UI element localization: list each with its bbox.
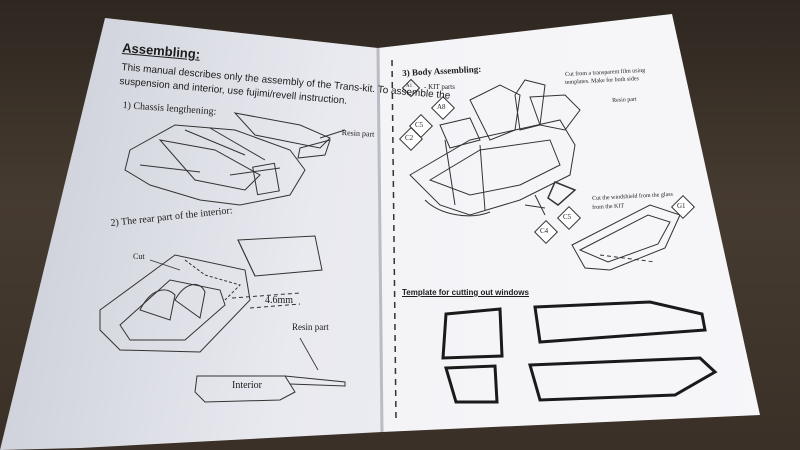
- callout-resin-part: Resin part: [612, 96, 637, 104]
- part-label-c5-bottom: C5: [563, 213, 572, 221]
- resin-part-rail: [233, 112, 331, 149]
- chassis-drawing: [124, 112, 346, 206]
- template-window-small-bottom: [444, 364, 499, 404]
- windshield-drawing: [571, 204, 681, 271]
- template-window-large-top: [533, 300, 707, 344]
- section1-resin-callout: Resin part: [341, 128, 375, 139]
- center-dashed-line: [391, 59, 397, 421]
- template-heading: Template for cutting out windows: [402, 288, 529, 297]
- rear-window-part: [529, 94, 581, 131]
- body-drawing: [409, 79, 581, 217]
- part-label-c4: C4: [540, 227, 549, 235]
- template-window-large-bottom: [528, 356, 718, 402]
- cut-label: Cut: [133, 252, 145, 261]
- part-label-a8: A8: [437, 103, 446, 111]
- template-window-small-top: [441, 307, 504, 360]
- window-templates: [441, 300, 718, 404]
- legend-badge-text: A1: [406, 84, 413, 89]
- arrow-shape: [547, 181, 577, 206]
- interior-label: Interior: [232, 380, 262, 391]
- part-label-diamonds: [398, 95, 696, 245]
- measure-label: 4.6mm: [265, 295, 294, 306]
- section2-resin-label: Resin part: [292, 322, 329, 332]
- interior-tub-drawing: [99, 235, 346, 403]
- part-label-c5-top: C5: [415, 121, 424, 129]
- legend-badge-shape: [401, 78, 421, 98]
- part-label-c2: C2: [405, 134, 414, 142]
- resin-rear-part: [237, 235, 323, 277]
- part-label-g1: G1: [677, 202, 686, 210]
- legend-kit-parts: - KIT parts: [424, 83, 455, 91]
